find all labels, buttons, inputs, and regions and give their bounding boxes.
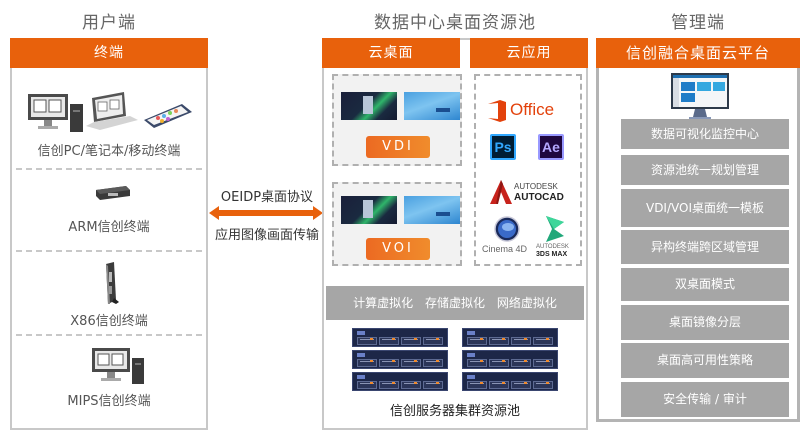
- terminal-item-arm: ARM信创终端: [12, 170, 206, 252]
- server-rack: [352, 350, 448, 369]
- terminal-item-pc: 信创PC/笔记本/移动终端: [12, 70, 206, 168]
- mgmt-item-resource-planning[interactable]: 资源池统一规划管理: [621, 155, 789, 185]
- app-autocad[interactable]: AUTODESK AUTOCAD: [488, 180, 576, 206]
- divider: [16, 250, 202, 252]
- server-pool-label: 信创服务器集群资源池: [389, 404, 520, 419]
- virt-network: 网络虚拟化: [496, 296, 557, 310]
- pc-laptop-phone-icon: [28, 92, 192, 132]
- protocol-label-top: OEIDP桌面协议: [220, 190, 314, 205]
- cloud-app-header: 云应用: [470, 38, 588, 68]
- linux-desktop-thumbnail: [341, 196, 397, 224]
- autocad-icon: [490, 180, 512, 204]
- app-3dsmax[interactable]: AUTODESK 3DS MAX: [534, 216, 580, 260]
- vdi-mode-button[interactable]: VDI: [366, 136, 430, 158]
- cloud-desktop-header: 云桌面: [322, 38, 460, 68]
- 3dsmax-icon: [546, 216, 564, 242]
- app-office[interactable]: Office: [488, 100, 572, 122]
- bidirectional-arrow-icon: [209, 206, 323, 220]
- mgmt-item-dual-desktop[interactable]: 双桌面模式: [621, 268, 789, 301]
- protocol-label-bottom: 应用图像画面传输: [214, 228, 319, 243]
- linux-desktop-thumbnail: [341, 92, 397, 120]
- mgmt-item-secure-audit[interactable]: 安全传输 / 审计: [621, 382, 789, 417]
- terminal-item-x86: X86信创终端: [12, 252, 206, 334]
- server-rack: [462, 372, 558, 391]
- terminal-header: 终端: [10, 38, 208, 68]
- app-vendor: AUTODESK: [536, 244, 569, 250]
- app-name: AUTOCAD: [514, 192, 564, 203]
- tower-terminal-icon: [106, 262, 119, 304]
- app-vendor: AUTODESK: [514, 182, 558, 191]
- virtualization-bar: 计算虚拟化 存储虚拟化 网络虚拟化: [326, 286, 584, 320]
- vdi-box: VDI: [332, 74, 462, 166]
- management-panel: 信创融合桌面云平台 数据可视化监控中心 资源池统一规划管理 VDI/VOI桌面统…: [596, 38, 800, 422]
- divider: [16, 168, 202, 170]
- app-name: Office: [510, 100, 555, 119]
- photoshop-icon[interactable]: Ps: [490, 134, 516, 160]
- mgmt-item-high-availability[interactable]: 桌面高可用性策略: [621, 343, 789, 378]
- mgmt-item-monitoring[interactable]: 数据可视化监控中心: [621, 119, 789, 149]
- monitor-dashboard-icon: [671, 73, 729, 120]
- server-cluster: [352, 328, 562, 394]
- management-title: 管理端: [671, 13, 725, 33]
- server-rack: [352, 372, 448, 391]
- voi-box: VOI: [332, 182, 462, 266]
- terminal-label: MIPS信创终端: [67, 394, 151, 409]
- terminal-item-mips: MIPS信创终端: [12, 336, 206, 430]
- datacenter-title: 数据中心桌面资源池: [374, 13, 536, 33]
- management-header: 信创融合桌面云平台: [596, 38, 800, 68]
- windows-desktop-thumbnail: [404, 196, 460, 224]
- server-rack: [352, 328, 448, 347]
- app-cinema4d[interactable]: Cinema 4D: [482, 216, 530, 260]
- terminal-panel: 终端 信: [10, 38, 208, 430]
- virt-storage: 存储虚拟化: [424, 296, 485, 310]
- divider: [16, 334, 202, 336]
- cloud-apps-box: Office Ps Ae AUTODESK AUTOCAD Cinema 4D: [474, 74, 582, 266]
- office-icon: [488, 100, 506, 122]
- app-name: Cinema 4D: [482, 244, 528, 254]
- datacenter-panel: 云桌面 云应用 VDI VOI Office Ps: [322, 38, 588, 430]
- thin-client-box-icon: [96, 186, 130, 200]
- virt-compute: 计算虚拟化: [353, 296, 414, 310]
- user-side-title: 用户端: [82, 13, 136, 33]
- cinema4d-icon: [494, 216, 520, 242]
- windows-desktop-thumbnail: [404, 92, 460, 120]
- server-rack: [462, 328, 558, 347]
- terminal-label: X86信创终端: [70, 314, 148, 329]
- after-effects-icon[interactable]: Ae: [538, 134, 564, 160]
- terminal-label: ARM信创终端: [68, 220, 150, 235]
- terminal-label: 信创PC/笔记本/移动终端: [37, 144, 181, 159]
- mgmt-item-unified-template[interactable]: VDI/VOI桌面统一模板: [621, 189, 789, 227]
- app-name: 3DS MAX: [536, 251, 568, 258]
- server-rack: [462, 350, 558, 369]
- mgmt-item-image-layering[interactable]: 桌面镜像分层: [621, 305, 789, 340]
- mgmt-item-cross-region[interactable]: 异构终端跨区域管理: [621, 230, 789, 264]
- voi-mode-button[interactable]: VOI: [366, 238, 430, 260]
- desktop-pc-icon: [92, 348, 144, 384]
